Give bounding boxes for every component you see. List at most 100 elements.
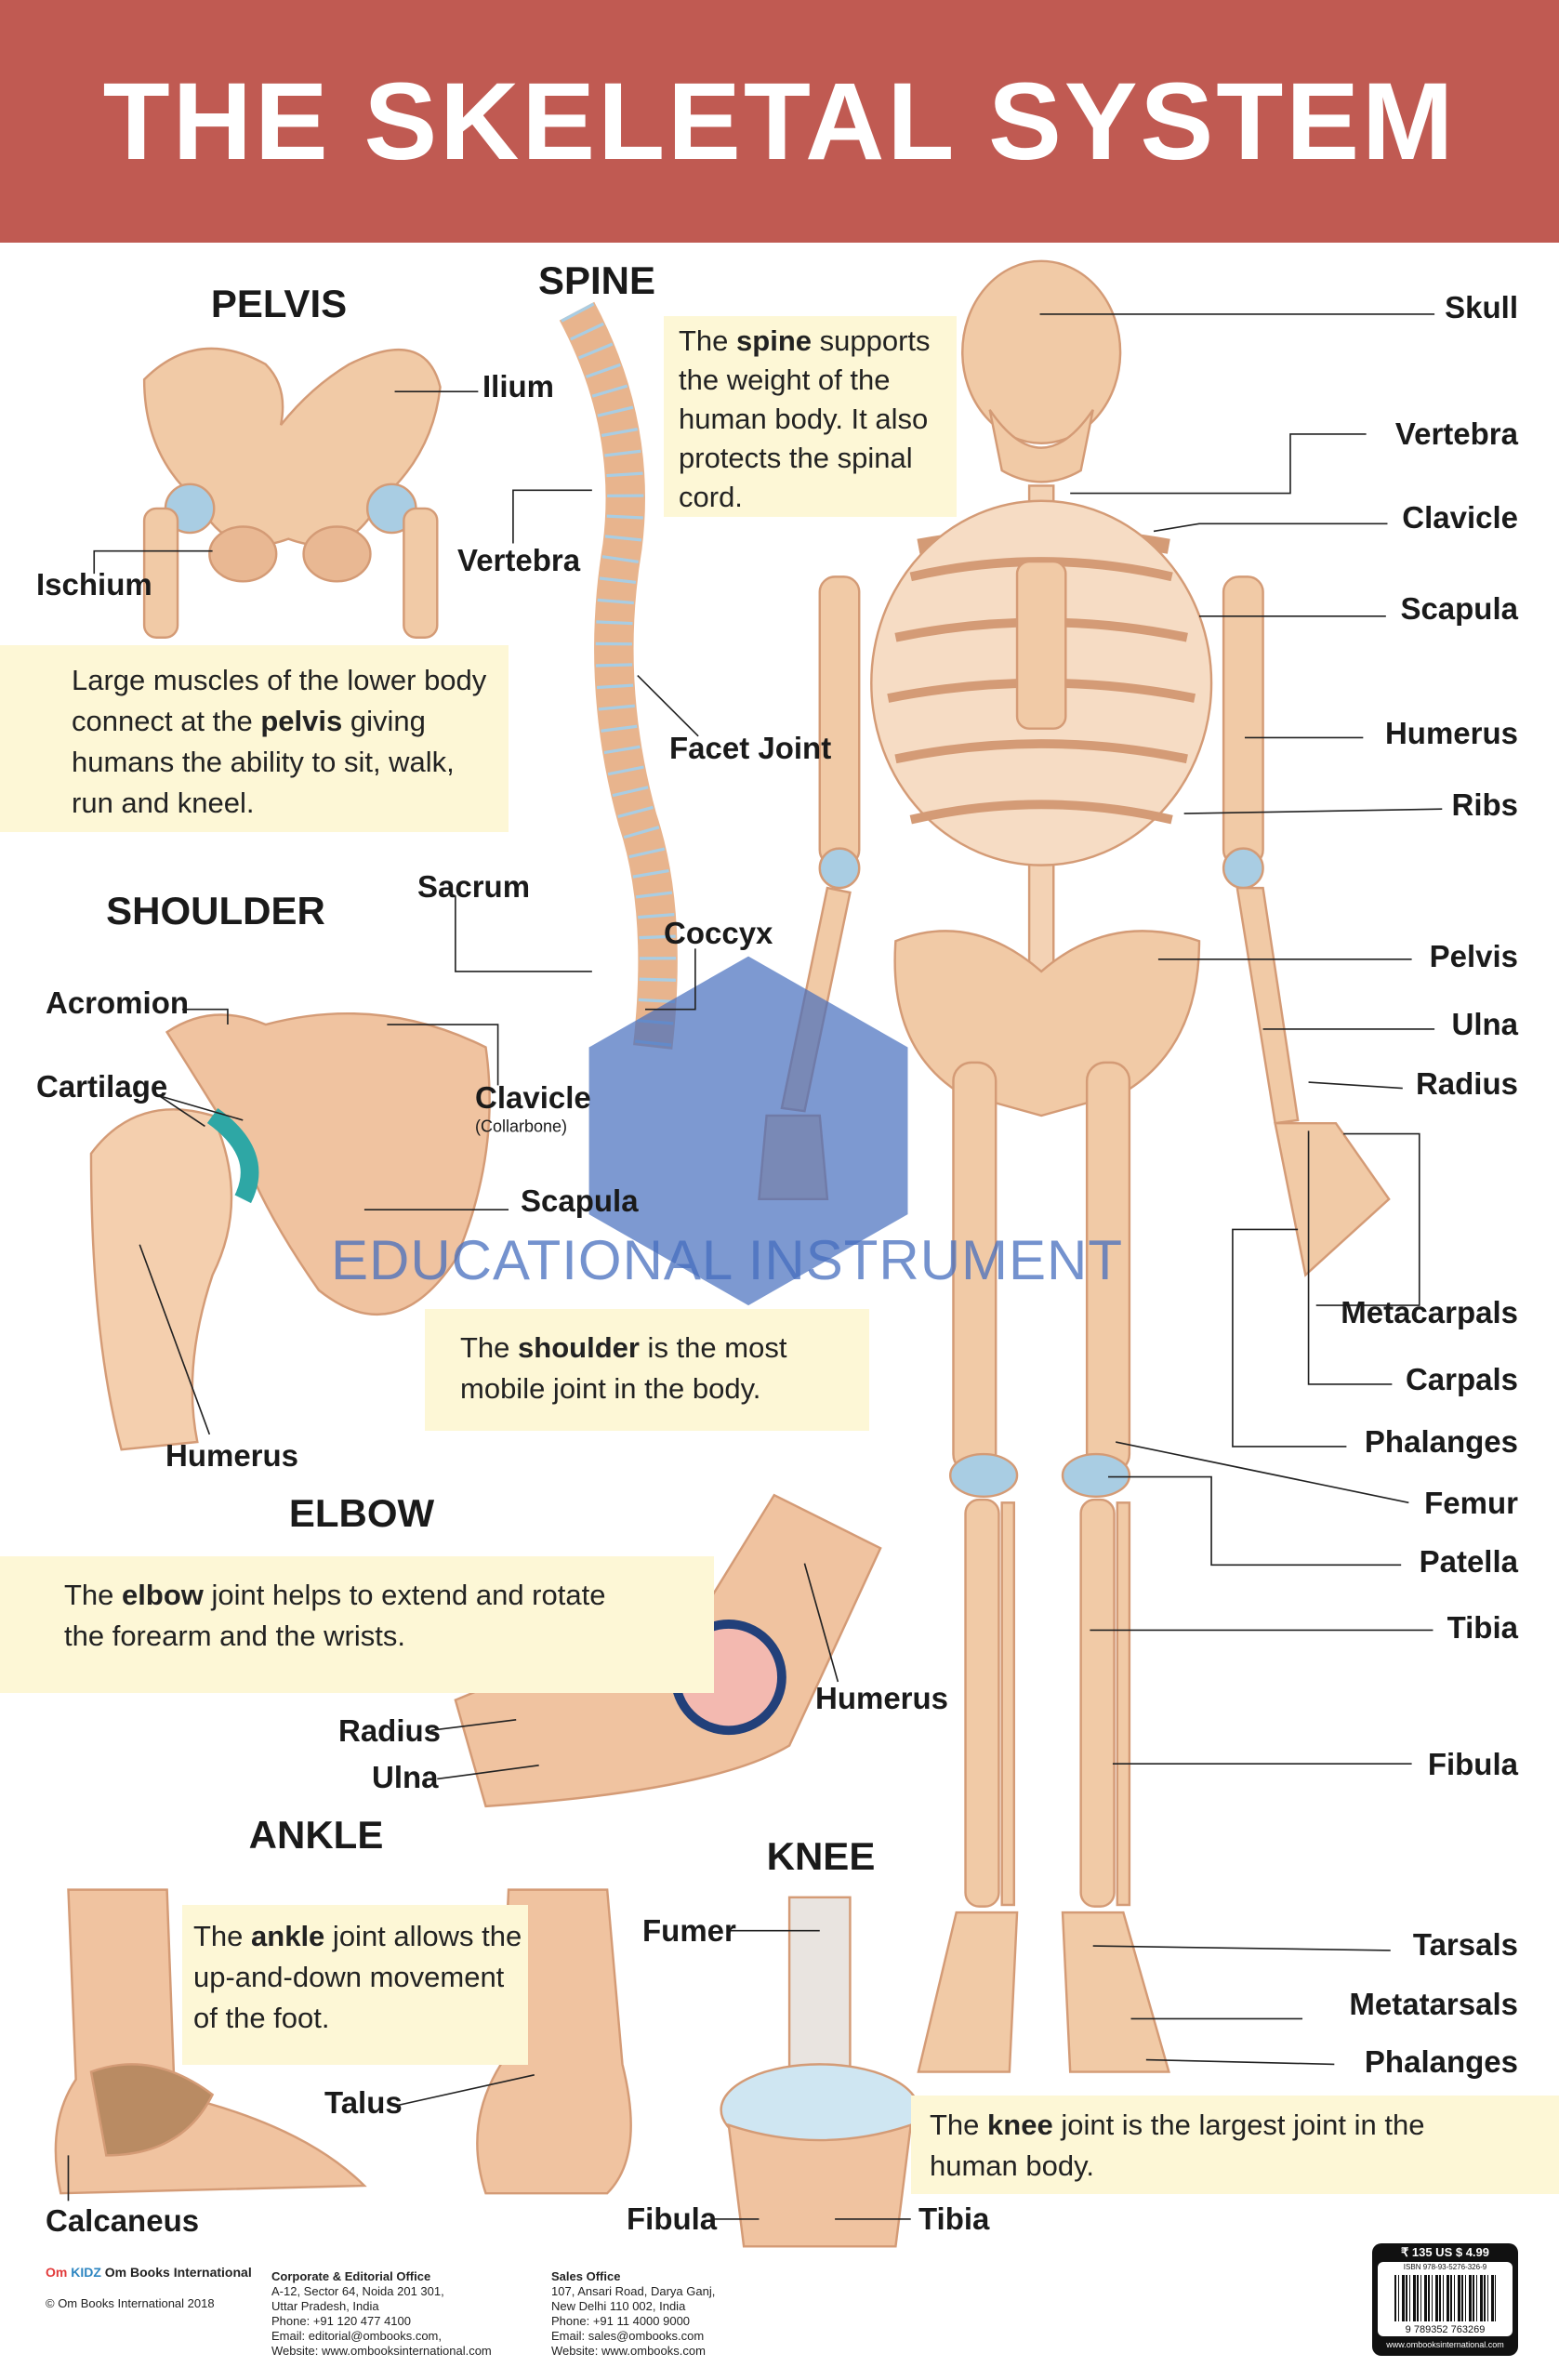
label-humerus: Humerus: [1384, 716, 1518, 750]
knee-illustration: [720, 1896, 920, 2248]
logo-om: Om: [46, 2265, 68, 2280]
corporate-line: A-12, Sector 64, Noida 201 301,: [271, 2284, 444, 2298]
info-text: The: [679, 324, 737, 357]
info-text: The: [460, 1331, 519, 1364]
label-skull: Skull: [1445, 290, 1518, 324]
info-text: giving humans the ability to sit, walk, …: [72, 705, 455, 819]
heading-shoulder: SHOULDER: [106, 889, 325, 932]
barcode-label: ₹ 135 US $ 4.99 ISBN 978-93-5276-326-9 9…: [1372, 2243, 1518, 2356]
label-vertebra: Vertebra: [1394, 416, 1518, 451]
label-femur: Femur: [1424, 1486, 1518, 1520]
label-ribs: Ribs: [1451, 787, 1518, 822]
publisher-logo: Om KIDZ Om Books International: [46, 2265, 252, 2280]
isbn: ISBN 978-93-5276-326-9: [1403, 2263, 1487, 2271]
info-bold: elbow: [122, 1579, 204, 1611]
watermark-text: EDUCATIONAL INSTRUMENT: [331, 1229, 1124, 1291]
heading-elbow: ELBOW: [288, 1491, 435, 1535]
label-fibula: Fibula: [1427, 1747, 1518, 1781]
label-metacarpals: Metacarpals: [1341, 1295, 1518, 1329]
info-ankle: The ankle joint allows the up-and-down m…: [182, 1905, 528, 2065]
label-clavicle: Clavicle: [1402, 500, 1518, 535]
label-elbow-radius: Radius: [338, 1713, 442, 1748]
label-acromion: Acromion: [46, 985, 190, 1020]
label-ilium: Ilium: [482, 369, 555, 403]
label-knee-tibia: Tibia: [918, 2202, 990, 2236]
barcode: ISBN 978-93-5276-326-9 9 789352 763269: [1378, 2262, 1513, 2336]
watermark-logo: [588, 956, 908, 1306]
barcode-url: www.ombooksinternational.com: [1386, 2340, 1504, 2349]
label-elbow-ulna: Ulna: [372, 1760, 439, 1794]
label-facet-joint: Facet Joint: [669, 731, 832, 765]
logo-kidz: KIDZ: [71, 2265, 101, 2280]
label-coccyx: Coccyx: [664, 916, 773, 950]
info-text: Large muscles of the lower body connect …: [72, 664, 487, 737]
label-calcaneus: Calcaneus: [46, 2203, 200, 2238]
spine-illustration: [559, 301, 678, 1050]
label-fumer: Fumer: [642, 1913, 736, 1948]
info-text: supports the weight of the human body. I…: [679, 324, 931, 513]
sales-line: New Delhi 110 002, India: [551, 2299, 686, 2313]
shoulder-illustration: [89, 1012, 491, 1451]
heading-pelvis: PELVIS: [210, 282, 348, 325]
corporate-line: Website: www.ombooksinternational.com: [271, 2344, 492, 2358]
sales-line: Website: www.ombooks.com: [551, 2344, 706, 2358]
title-banner: THE SKELETAL SYSTEM: [0, 0, 1559, 243]
label-pelvis: Pelvis: [1429, 939, 1518, 973]
info-text: is the most mobile joint in the body.: [460, 1331, 787, 1405]
page-title: THE SKELETAL SYSTEM: [102, 60, 1457, 183]
info-bold: knee: [987, 2109, 1053, 2141]
info-bold: pelvis: [260, 705, 343, 737]
corporate-office: Corporate & Editorial Office A-12, Secto…: [271, 2269, 492, 2359]
pelvis-illustration: [142, 347, 442, 639]
corporate-line: Email: editorial@ombooks.com,: [271, 2329, 442, 2343]
label-scapula: Scapula: [1400, 591, 1518, 626]
info-bold: spine: [736, 324, 812, 357]
price: ₹ 135 US $ 4.99: [1401, 2245, 1489, 2259]
label-radius: Radius: [1415, 1066, 1518, 1101]
info-bold: ankle: [251, 1920, 325, 1952]
heading-spine: SPINE: [537, 258, 656, 302]
info-elbow: The elbow joint helps to extend and rota…: [0, 1556, 714, 1693]
label-ulna: Ulna: [1451, 1007, 1518, 1041]
label-shoulder-clavicle: Clavicle: [475, 1080, 591, 1115]
label-tarsals: Tarsals: [1412, 1927, 1518, 1962]
label-metatarsals: Metatarsals: [1349, 1987, 1518, 2021]
label-patella: Patella: [1419, 1544, 1518, 1579]
label-talus: Talus: [324, 2085, 403, 2120]
corporate-line: Phone: +91 120 477 4100: [271, 2314, 412, 2328]
heading-knee: KNEE: [766, 1834, 876, 1878]
label-cartilage: Cartilage: [36, 1069, 168, 1104]
sales-title: Sales Office: [551, 2269, 621, 2283]
label-ischium: Ischium: [36, 567, 152, 602]
label-collarbone: (Collarbone): [475, 1117, 568, 1136]
corporate-line: Uttar Pradesh, India: [271, 2299, 379, 2313]
info-text: joint is the largest joint in the human …: [930, 2109, 1425, 2182]
barcode-bars: [1394, 2275, 1496, 2321]
sales-line: Email: sales@ombooks.com: [551, 2329, 705, 2343]
label-elbow-humerus: Humerus: [815, 1681, 949, 1715]
copyright: © Om Books International 2018: [46, 2296, 215, 2310]
info-text: joint allows the up-and-down movement of…: [193, 1920, 522, 2034]
info-text: The: [64, 1579, 123, 1611]
corporate-title: Corporate & Editorial Office: [271, 2269, 431, 2283]
label-carpals: Carpals: [1405, 1362, 1518, 1396]
info-pelvis: Large muscles of the lower body connect …: [0, 645, 509, 832]
label-shoulder-humerus: Humerus: [165, 1438, 299, 1473]
label-shoulder-scapula: Scapula: [521, 1183, 639, 1218]
label-tibia: Tibia: [1447, 1610, 1518, 1645]
info-bold: shoulder: [518, 1331, 640, 1364]
full-skeleton: [758, 259, 1391, 2073]
label-sacrum: Sacrum: [417, 869, 531, 904]
barcode-number: 9 789352 763269: [1405, 2324, 1486, 2335]
info-knee: The knee joint is the largest joint in t…: [911, 2096, 1559, 2194]
info-spine: The spine supports the weight of the hum…: [664, 316, 957, 517]
info-text: The: [193, 1920, 252, 1952]
sales-line: 107, Ansari Road, Darya Ganj,: [551, 2284, 716, 2298]
label-spine-vertebra: Vertebra: [457, 543, 581, 577]
label-foot-phalanges: Phalanges: [1364, 2044, 1518, 2079]
heading-ankle: ANKLE: [248, 1813, 384, 1857]
label-hand-phalanges: Phalanges: [1364, 1424, 1518, 1459]
label-knee-fibula: Fibula: [627, 2202, 718, 2236]
info-shoulder: The shoulder is the most mobile joint in…: [425, 1309, 869, 1431]
